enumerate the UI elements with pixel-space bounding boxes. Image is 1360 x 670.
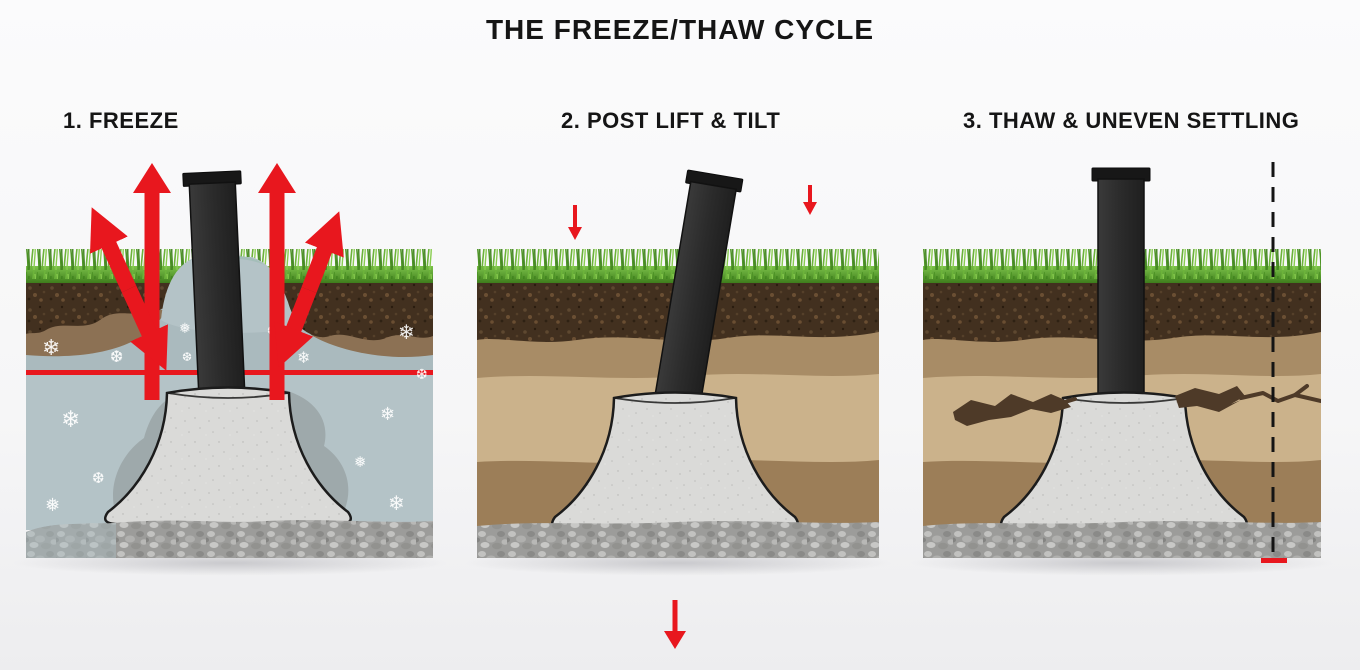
- frozen-gravel-tint: [26, 523, 116, 558]
- panel-1-label: 1. FREEZE: [63, 108, 179, 133]
- heave-up-arrow-left: [133, 163, 171, 400]
- panel-2-lift-tilt-illustration: [477, 169, 879, 558]
- svg-text:❆: ❆: [416, 367, 428, 383]
- heave-diagonal-arrow-left: [90, 207, 168, 371]
- panel-3-label: 3. THAW & UNEVEN SETTLING: [963, 108, 1300, 133]
- svg-text:❄: ❄: [388, 491, 405, 515]
- svg-text:❅: ❅: [354, 453, 367, 471]
- svg-text:❄: ❄: [398, 320, 415, 344]
- svg-text:❄: ❄: [42, 336, 60, 361]
- panel-2-label: 2. POST LIFT & TILT: [561, 108, 781, 133]
- settlement-crack-right: [1175, 384, 1321, 412]
- svg-text:❆: ❆: [110, 347, 123, 366]
- svg-text:❄: ❄: [297, 348, 310, 367]
- settle-down-arrow-left: [568, 205, 582, 240]
- svg-text:❅: ❅: [45, 495, 60, 516]
- settle-down-arrow-right: [803, 185, 817, 215]
- fence-post: [182, 170, 248, 432]
- heave-diagonal-arrow-right: [274, 211, 344, 368]
- gravel-layer: [477, 521, 879, 558]
- panel-1-freeze-illustration: ❄ ❆ ❅ ❆ ❄ ❄ ❄ ❆ ❅ ❄ ❆ ❅ ❄ ❆: [26, 163, 433, 558]
- svg-text:❅: ❅: [179, 321, 191, 337]
- snowflake-icons: ❄ ❆ ❅ ❆ ❄ ❄ ❄ ❆ ❅ ❄ ❆ ❅ ❄ ❆: [42, 320, 428, 516]
- gravel-layer: [26, 520, 433, 558]
- svg-text:❄: ❄: [380, 404, 395, 425]
- page-title: THE FREEZE/THAW CYCLE: [485, 14, 875, 45]
- panel-3-thaw-settling-illustration: [923, 162, 1321, 563]
- tilted-fence-post: [652, 169, 744, 414]
- svg-text:❆: ❆: [182, 350, 192, 364]
- settling-down-arrow: [664, 600, 686, 649]
- datum-tick-red: [1261, 558, 1287, 563]
- svg-text:❄: ❄: [61, 407, 80, 433]
- gravel-layer: [923, 521, 1321, 558]
- heave-up-arrow-right: [258, 163, 296, 400]
- settlement-crack-left: [953, 394, 1077, 426]
- fence-post: [1091, 167, 1151, 411]
- svg-text:❆: ❆: [92, 469, 105, 487]
